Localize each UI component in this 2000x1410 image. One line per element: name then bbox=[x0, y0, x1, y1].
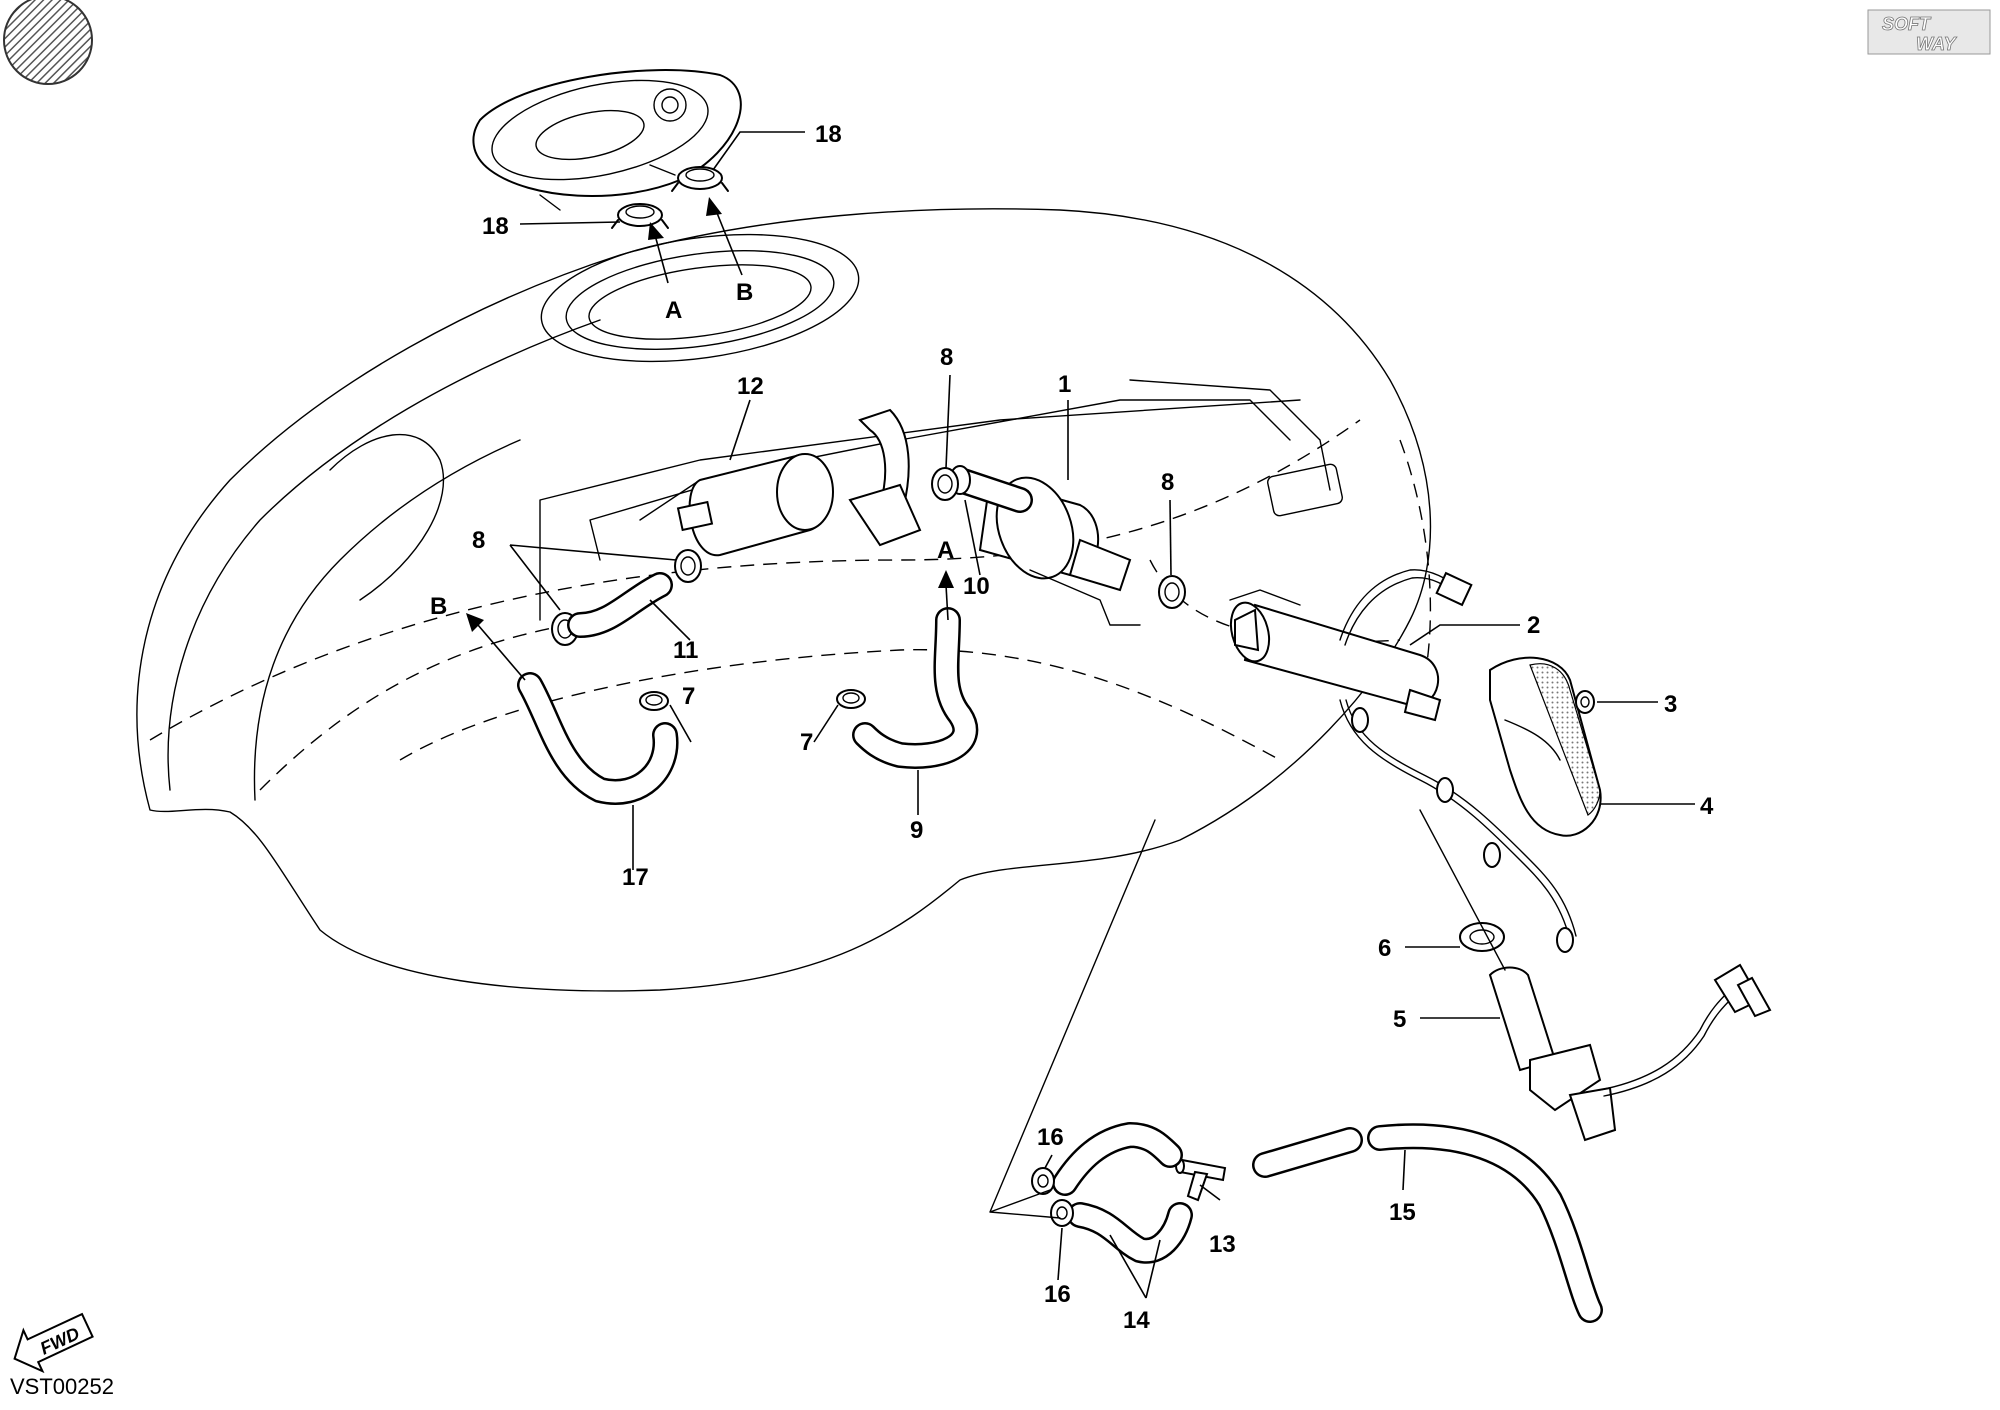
callout-8-top: 8 bbox=[940, 344, 953, 371]
hose-10 bbox=[947, 465, 1033, 513]
callout-16-top: 16 bbox=[1037, 1124, 1064, 1151]
callout-4: 4 bbox=[1700, 793, 1714, 820]
washer-6 bbox=[1459, 922, 1505, 952]
fuel-filter-12 bbox=[676, 453, 834, 557]
callout-7-right: 7 bbox=[800, 729, 813, 756]
callout-8-right: 8 bbox=[1161, 469, 1174, 496]
hose-11 bbox=[567, 572, 673, 638]
callout-8-left: 8 bbox=[472, 527, 485, 554]
fuel-pump-2 bbox=[1229, 589, 1442, 722]
callout-9: 9 bbox=[910, 817, 923, 844]
callout-5: 5 bbox=[1393, 1006, 1406, 1033]
filler-cap-plate bbox=[472, 69, 742, 211]
tee-fitting-13 bbox=[1175, 1158, 1227, 1202]
callout-14: 14 bbox=[1123, 1307, 1150, 1334]
hoses-14 bbox=[1052, 1122, 1193, 1264]
leader-lines bbox=[509, 131, 1695, 1299]
callout-15: 15 bbox=[1389, 1199, 1416, 1226]
fwd-arrow-icon: FWD bbox=[13, 1312, 94, 1374]
hose-clamp-7-right bbox=[836, 689, 866, 709]
arrow-a-top bbox=[648, 222, 669, 284]
callout-12: 12 bbox=[737, 373, 764, 400]
level-sender-5 bbox=[1419, 809, 1772, 1142]
document-code: VST00252 bbox=[10, 1374, 114, 1399]
hose-clamp-7-left bbox=[639, 691, 669, 711]
callout-13: 13 bbox=[1209, 1231, 1236, 1258]
callout-1: 1 bbox=[1058, 371, 1071, 398]
callout-11: 11 bbox=[673, 637, 698, 664]
hose-clamp-16-top bbox=[1031, 1167, 1055, 1195]
arrow-b-left bbox=[466, 613, 526, 681]
hatched-circle-mark bbox=[3, 0, 93, 85]
hose-clamp-8-top bbox=[931, 467, 959, 501]
wiring-harness bbox=[1339, 569, 1577, 953]
hose-clamp-8-right bbox=[1158, 575, 1186, 609]
hose-9 bbox=[852, 607, 979, 769]
arrow-a-mid bbox=[938, 570, 954, 621]
arrow-b-top bbox=[706, 197, 743, 276]
connection-b-top: B bbox=[736, 279, 753, 306]
callout-3: 3 bbox=[1664, 691, 1677, 718]
logo-text-line1: SOFT bbox=[1882, 14, 1932, 34]
nut-3 bbox=[1575, 690, 1595, 714]
fuel-tank bbox=[136, 208, 1432, 992]
callout-6: 6 bbox=[1378, 935, 1391, 962]
connection-a-top: A bbox=[665, 297, 682, 324]
callout-7-left: 7 bbox=[682, 683, 695, 710]
callout-labels: 1 2 3 4 5 6 7 7 8 8 8 9 10 11 12 13 14 1… bbox=[430, 121, 1714, 1334]
hose-clamp-8-mid bbox=[674, 549, 702, 583]
pump-bracket bbox=[848, 408, 922, 547]
connection-b-left: B bbox=[430, 593, 447, 620]
reference-line-14-16 bbox=[989, 819, 1156, 1219]
callout-10: 10 bbox=[963, 573, 990, 600]
softway-logo: SOFT WAY bbox=[1867, 9, 1991, 55]
hose-clamp-18-left bbox=[611, 203, 669, 229]
hose-clamp-16-bottom bbox=[1050, 1199, 1074, 1227]
logo-text-line2: WAY bbox=[1916, 34, 1958, 54]
callout-2: 2 bbox=[1527, 612, 1540, 639]
fuel-strainer-4 bbox=[1489, 656, 1602, 837]
callout-18-right: 18 bbox=[815, 121, 842, 148]
hose-17 bbox=[517, 672, 679, 805]
hose-clamp-18-right bbox=[671, 166, 729, 192]
connection-a-mid: A bbox=[937, 537, 954, 564]
callout-17: 17 bbox=[622, 864, 649, 891]
callout-18-left: 18 bbox=[482, 213, 509, 240]
hose-15 bbox=[1252, 1123, 1603, 1323]
callout-16-bottom: 16 bbox=[1044, 1281, 1071, 1308]
